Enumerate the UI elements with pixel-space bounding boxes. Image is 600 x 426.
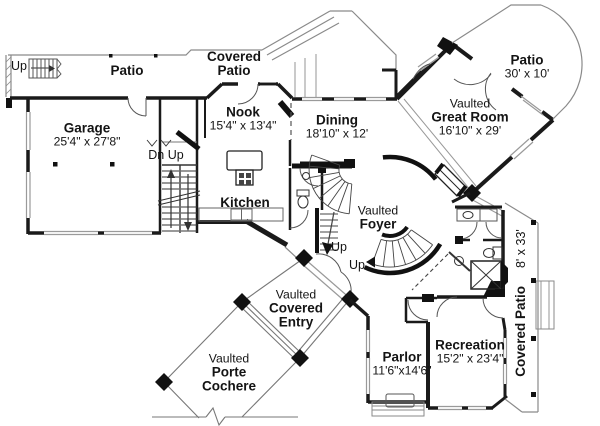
stair-b-curved <box>371 229 433 268</box>
label-great-room: Vaulted Great Room 16'10" x 29' <box>431 96 509 138</box>
stairwell-up-arrowhead <box>167 169 175 178</box>
foyer-wall-block <box>344 159 355 168</box>
foyer-curved-walls <box>300 154 443 276</box>
label-patio-right: Patio 30' x 10' <box>504 52 550 81</box>
garage-door-arc <box>127 97 147 117</box>
label-parlor: Parlor 11'6"x14'6" <box>372 349 432 378</box>
bath-fixtures <box>448 208 504 319</box>
kitchen-island <box>226 150 263 186</box>
kitchen-counter <box>198 207 284 222</box>
label-nook: Nook 15'4" x 13'4" <box>209 104 277 133</box>
label-covered-patio-top: Covered Patio <box>206 48 262 78</box>
label-covered-patio-right: Covered Patio8' x 33' <box>513 229 528 377</box>
garage-windows <box>25 112 152 236</box>
upper-left-stair-arrowhead <box>49 65 55 72</box>
stairwell-dn-arrowhead <box>184 222 192 231</box>
nook-door-arc <box>237 83 259 105</box>
label-patio-left: Patio <box>110 62 144 78</box>
hall-boundary-dashed <box>411 253 449 291</box>
label-dining: Dining 18'10" x 12' <box>305 112 369 141</box>
great-room-patio-doors <box>412 63 497 111</box>
nook-window <box>260 81 276 87</box>
parlor-alcove-door-arc <box>407 299 429 321</box>
stair-a-curved <box>308 154 353 251</box>
upper-left-stair <box>28 58 62 79</box>
stairwell-corner-wall <box>175 130 201 151</box>
dining-walls <box>292 68 398 101</box>
patio-right-outline <box>451 4 583 120</box>
covered-patio-columns <box>531 220 536 397</box>
entry-porte-lines <box>152 257 351 426</box>
great-room-top-corner-wall <box>437 37 458 55</box>
recreation-walls <box>428 295 508 410</box>
nook-corner-wall <box>277 100 295 118</box>
label-garage: Garage 25'4" x 27'8" <box>53 120 121 149</box>
patio-edge-posts <box>6 54 158 108</box>
entry-columns <box>155 249 359 391</box>
garage-walls <box>10 96 207 235</box>
bath-wall-block <box>455 236 463 244</box>
label-covered-entry: Vaulted Covered Entry <box>268 287 324 330</box>
great-room-windows <box>416 52 545 160</box>
stove-icon <box>239 173 251 185</box>
fireplace <box>434 162 468 198</box>
label-up-top-left: Up <box>11 59 27 73</box>
stair-a-arrowhead <box>322 242 333 255</box>
stair-b-arrowhead <box>366 256 375 268</box>
dining-windows <box>302 96 386 102</box>
label-foyer-up-1: Up <box>331 240 347 254</box>
great-room-corner-column <box>463 184 481 202</box>
garage-posts <box>53 162 115 167</box>
entry-house-wall-windows <box>301 259 353 305</box>
parlor-bay-window <box>371 393 425 417</box>
label-recreation: Recreation 15'2" x 23'4" <box>435 337 505 366</box>
parlor-windows <box>365 330 371 394</box>
label-foyer-up-2: Up <box>349 258 365 272</box>
label-porte-cochere: Vaulted Porte Cochere <box>201 351 257 394</box>
recreation-door-arc <box>436 296 458 318</box>
patio-strip-outline <box>5 10 397 98</box>
label-dn-up: Dn Up <box>148 148 184 162</box>
covered-patio-strip <box>504 202 555 413</box>
parlor-corner-block <box>422 294 434 302</box>
label-kitchen: Kitchen <box>220 194 270 210</box>
label-foyer: Vaulted Foyer <box>357 203 399 232</box>
shower <box>470 260 508 295</box>
recreation-windows <box>438 338 508 411</box>
nook-walls <box>204 82 294 138</box>
